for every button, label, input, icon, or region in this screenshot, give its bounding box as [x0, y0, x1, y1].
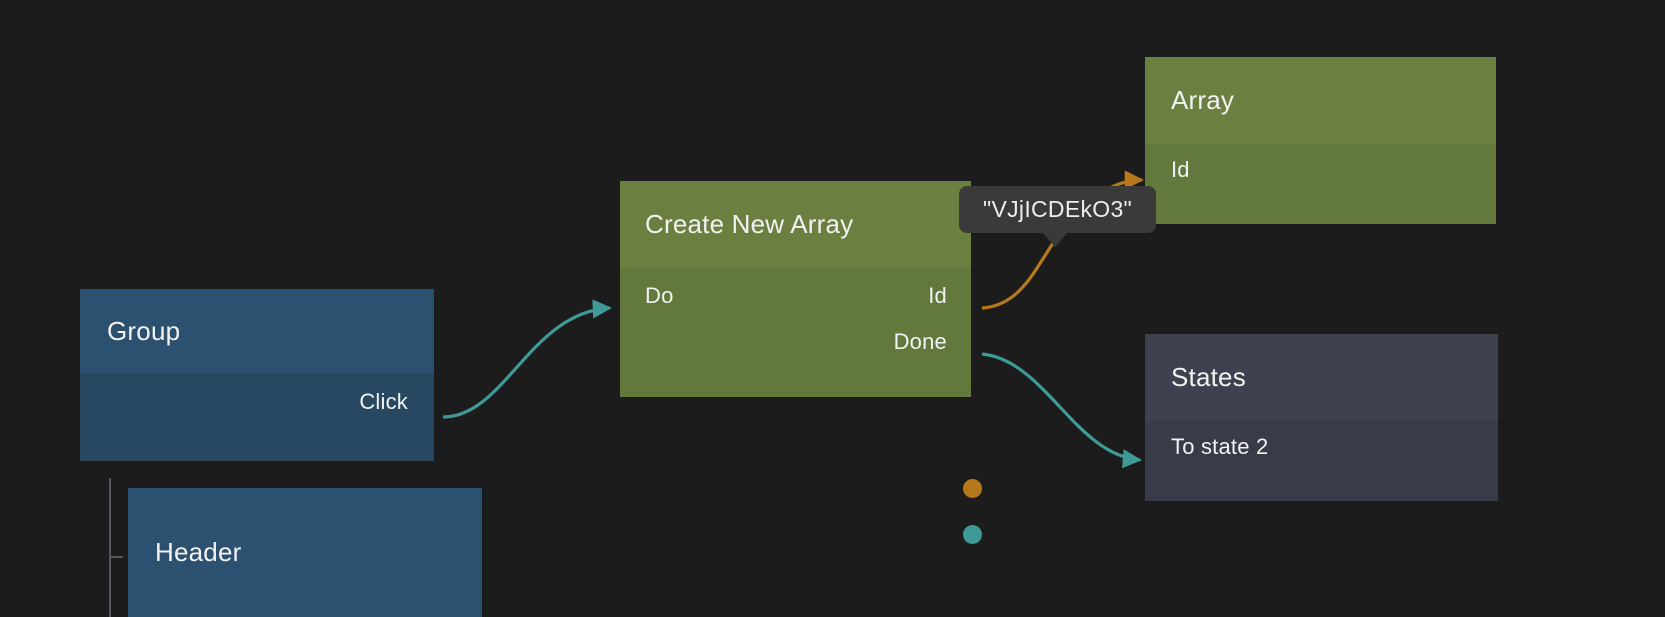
node-group-header[interactable]: Group [80, 289, 434, 373]
value-tooltip-arrow [1042, 232, 1068, 247]
port-label-click: Click [359, 389, 408, 414]
port-row-array-id[interactable]: Id [1171, 157, 1190, 183]
node-create-new-array-body: Do Id Done [620, 267, 971, 397]
node-array-header[interactable]: Array [1145, 57, 1496, 144]
port-label-to-state-2: To state 2 [1171, 434, 1269, 459]
port-row-done[interactable]: Done [894, 329, 947, 355]
node-group-body: Click [80, 373, 434, 461]
node-header-widget[interactable]: Header [128, 488, 482, 617]
port-row-do[interactable]: Do [645, 283, 674, 309]
port-dot-done[interactable] [963, 525, 982, 544]
node-array-body: Id [1145, 144, 1496, 224]
value-tooltip-text: "VJjICDEkO3" [983, 196, 1133, 222]
node-states-body: To state 2 [1145, 421, 1498, 501]
value-tooltip: "VJjICDEkO3" [959, 186, 1157, 233]
node-create-new-array-header[interactable]: Create New Array [620, 181, 971, 267]
node-group-title: Group [107, 315, 181, 346]
node-states-title: States [1171, 362, 1246, 392]
node-header-widget-title: Header [155, 537, 242, 567]
tree-guide-vertical [109, 478, 111, 617]
node-array-title: Array [1171, 85, 1235, 115]
port-row-id[interactable]: Id [928, 283, 947, 309]
edge-done-to-state2 [981, 352, 1142, 469]
node-create-new-array[interactable]: Create New Array Do Id Done [620, 181, 982, 544]
node-group[interactable]: Group Click [80, 289, 434, 461]
edge-click-to-do [442, 299, 612, 419]
port-label-array-id: Id [1171, 157, 1190, 182]
node-header-widget-header[interactable]: Header [128, 488, 482, 617]
port-row-to-state-2[interactable]: To state 2 [1171, 434, 1268, 460]
tree-guide-branch [109, 556, 123, 558]
node-states-header[interactable]: States [1145, 334, 1498, 421]
port-dot-id[interactable] [963, 479, 982, 498]
node-array[interactable]: Array Id [1145, 57, 1496, 224]
port-row-click[interactable]: Click [359, 389, 408, 415]
node-states[interactable]: States To state 2 [1145, 334, 1498, 501]
node-create-new-array-title: Create New Array [645, 208, 854, 239]
port-label-done: Done [893, 329, 947, 354]
port-label-do: Do [645, 283, 674, 308]
port-label-id: Id [928, 283, 947, 308]
